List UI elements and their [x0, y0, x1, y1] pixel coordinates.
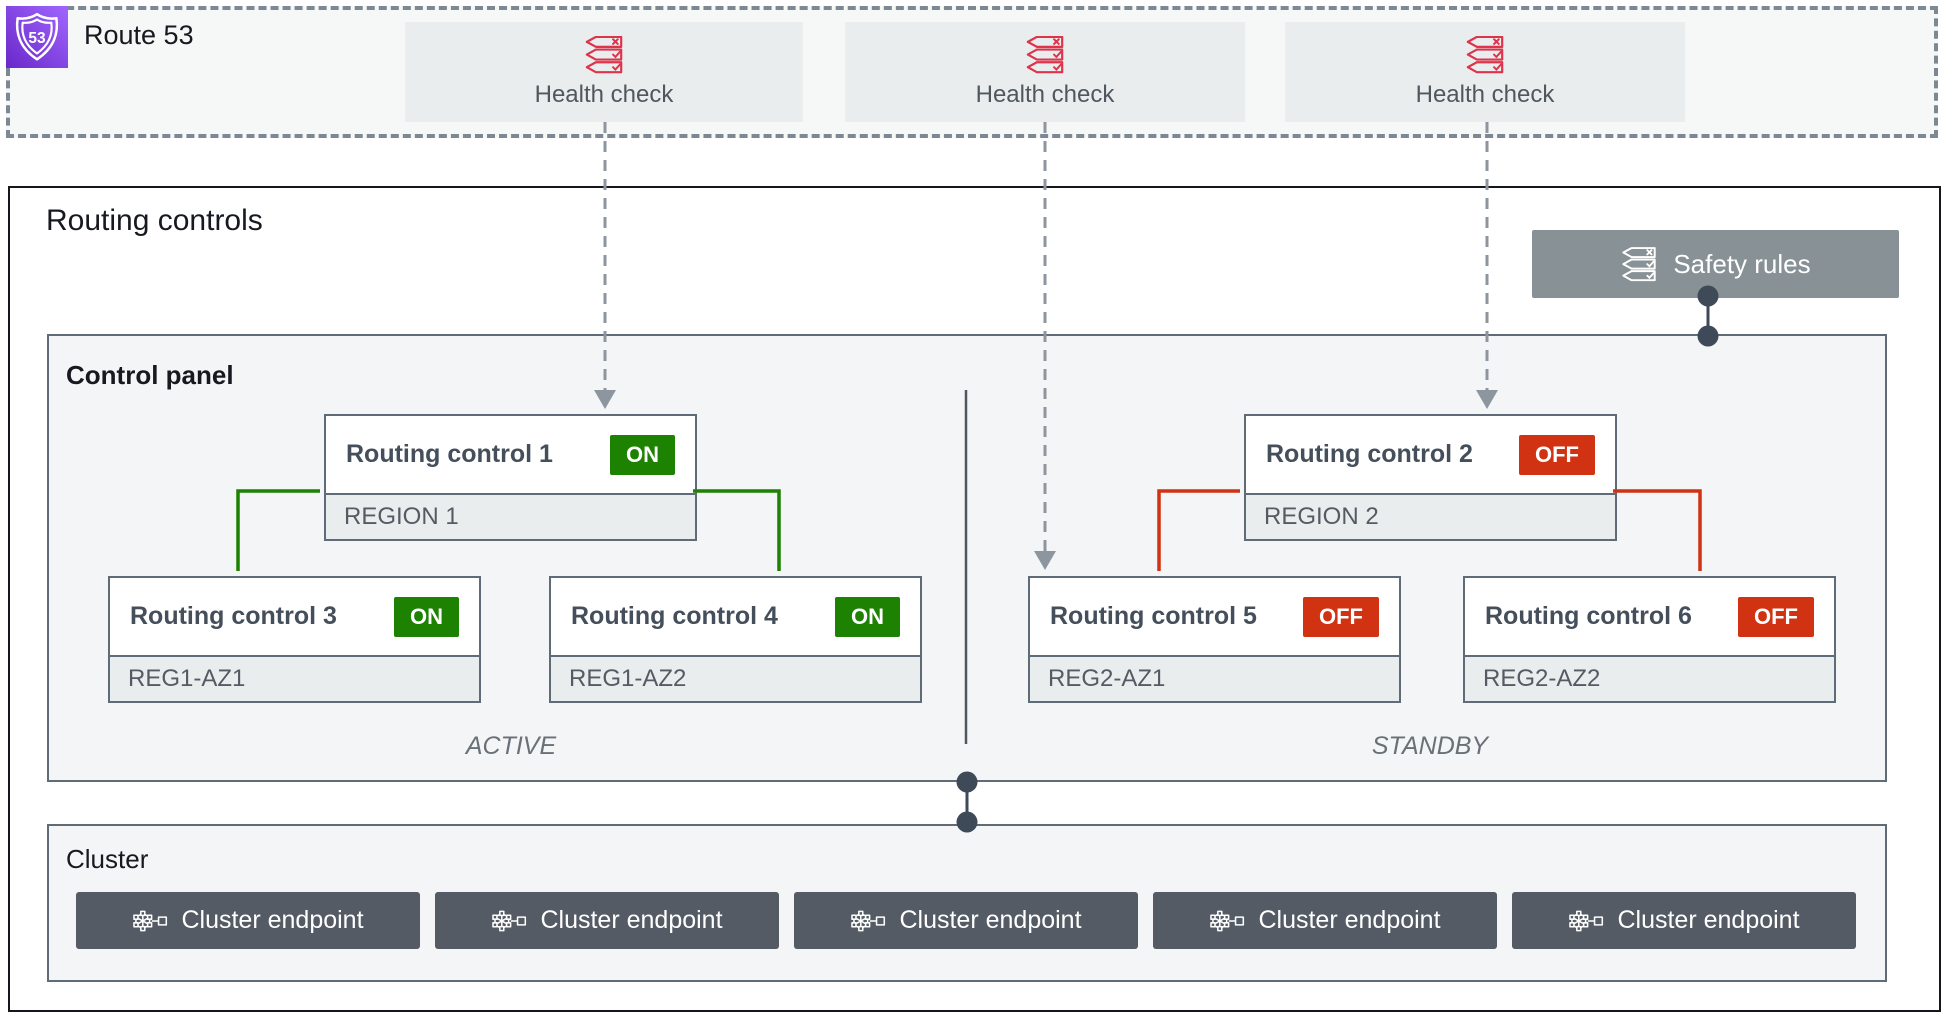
- routing-control-header: Routing control 4 ON: [551, 578, 920, 655]
- cluster-endpoint-button-3[interactable]: Cluster endpoint: [794, 892, 1138, 949]
- routing-control-1: Routing control 1 ON REGION 1: [324, 414, 697, 541]
- routing-controls-panel: Routing controls Safety rules Control pa…: [8, 186, 1941, 1012]
- standby-zone-label: STANDBY: [1371, 732, 1489, 760]
- routing-control-6: Routing control 6 OFF REG2-AZ2: [1463, 576, 1836, 703]
- cluster-endpoint-row: Cluster endpoint Cluster endpoint Cluste…: [76, 892, 1856, 949]
- health-check-box-2: Health check: [845, 22, 1245, 122]
- state-badge: ON: [610, 434, 675, 475]
- active-zone-label: ACTIVE: [465, 732, 557, 760]
- routing-control-header: Routing control 6 OFF: [1465, 578, 1834, 655]
- state-badge: ON: [835, 596, 900, 637]
- cluster-endpoint-button-4[interactable]: Cluster endpoint: [1153, 892, 1497, 949]
- cluster-endpoint-icon: [850, 907, 886, 935]
- routing-control-header: Routing control 2 OFF: [1246, 416, 1615, 493]
- cluster-endpoint-icon: [491, 907, 527, 935]
- routing-control-3: Routing control 3 ON REG1-AZ1: [108, 576, 481, 703]
- routing-control-name: Routing control 1: [346, 440, 553, 468]
- routing-control-5: Routing control 5 OFF REG2-AZ1: [1028, 576, 1401, 703]
- region-label: REG1-AZ2: [551, 655, 920, 701]
- cluster-panel: Cluster Cluster endpoint Cluster endpoin…: [47, 824, 1887, 982]
- safety-rules-button[interactable]: Safety rules: [1532, 230, 1899, 298]
- routing-control-name: Routing control 2: [1266, 440, 1473, 468]
- cluster-endpoint-icon: [1209, 907, 1245, 935]
- routing-control-name: Routing control 4: [571, 602, 778, 630]
- health-check-icon: [583, 36, 625, 74]
- cluster-endpoint-label: Cluster endpoint: [1258, 906, 1441, 934]
- cluster-endpoint-button-5[interactable]: Cluster endpoint: [1512, 892, 1856, 949]
- health-check-box-1: Health check: [405, 22, 803, 122]
- routing-control-header: Routing control 3 ON: [110, 578, 479, 655]
- state-badge: OFF: [1519, 434, 1595, 475]
- health-check-icon: [1024, 36, 1066, 74]
- control-panel: Control panel Routing control 1 ON REGIO…: [47, 334, 1887, 782]
- health-check-label: Health check: [975, 80, 1115, 108]
- cluster-endpoint-button-1[interactable]: Cluster endpoint: [76, 892, 420, 949]
- safety-rules-icon: [1620, 247, 1658, 282]
- routing-control-header: Routing control 1 ON: [326, 416, 695, 493]
- cluster-title: Cluster: [66, 844, 149, 874]
- routing-control-header: Routing control 5 OFF: [1030, 578, 1399, 655]
- health-check-box-3: Health check: [1285, 22, 1685, 122]
- route53-icon: [6, 6, 68, 68]
- routing-control-name: Routing control 3: [130, 602, 337, 630]
- route53-label: Route 53: [84, 20, 194, 50]
- region-label: REGION 2: [1246, 493, 1615, 539]
- routing-control-2: Routing control 2 OFF REGION 2: [1244, 414, 1617, 541]
- cluster-endpoint-label: Cluster endpoint: [540, 906, 723, 934]
- state-badge: ON: [394, 596, 459, 637]
- region-label: REG2-AZ1: [1030, 655, 1399, 701]
- cluster-endpoint-button-2[interactable]: Cluster endpoint: [435, 892, 779, 949]
- routing-control-name: Routing control 5: [1050, 602, 1257, 630]
- cluster-endpoint-label: Cluster endpoint: [181, 906, 364, 934]
- cluster-endpoint-label: Cluster endpoint: [899, 906, 1082, 934]
- routing-controls-title: Routing controls: [46, 204, 263, 237]
- cluster-endpoint-icon: [1568, 907, 1604, 935]
- health-check-label: Health check: [1415, 80, 1555, 108]
- state-badge: OFF: [1738, 596, 1814, 637]
- routing-control-4: Routing control 4 ON REG1-AZ2: [549, 576, 922, 703]
- region-label: REG1-AZ1: [110, 655, 479, 701]
- health-check-icon: [1464, 36, 1506, 74]
- state-badge: OFF: [1303, 596, 1379, 637]
- health-check-label: Health check: [534, 80, 674, 108]
- cluster-endpoint-label: Cluster endpoint: [1617, 906, 1800, 934]
- cluster-endpoint-icon: [132, 907, 168, 935]
- region-label: REG2-AZ2: [1465, 655, 1834, 701]
- routing-control-name: Routing control 6: [1485, 602, 1692, 630]
- control-panel-title: Control panel: [66, 360, 234, 390]
- safety-rules-label: Safety rules: [1673, 248, 1811, 279]
- region-label: REGION 1: [326, 493, 695, 539]
